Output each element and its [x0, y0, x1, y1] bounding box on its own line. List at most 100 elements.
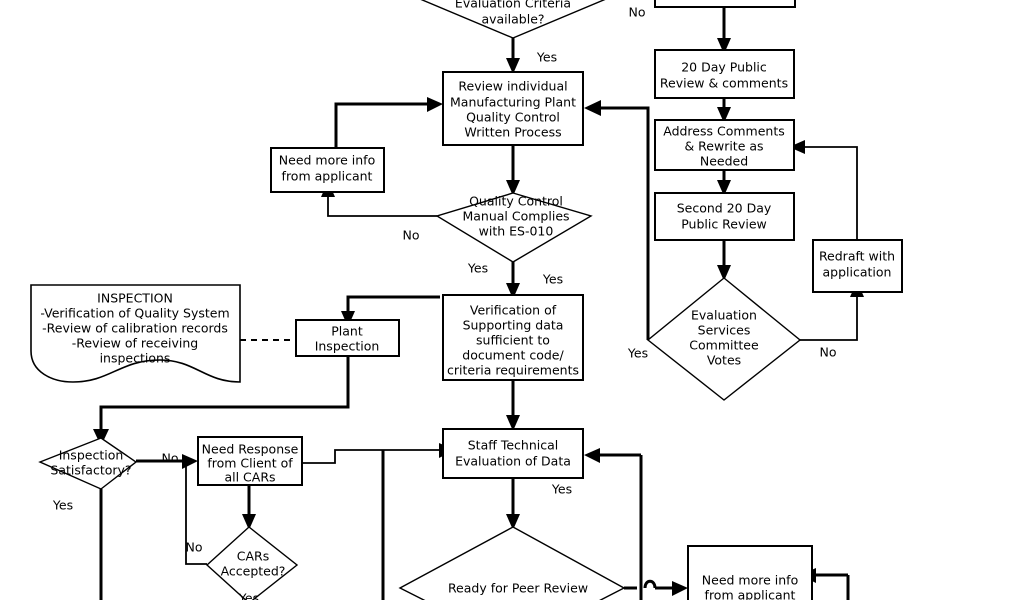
verification-supporting-shape	[442, 294, 584, 381]
ready-peer-review-line-0: Ready for Peer Review	[448, 581, 588, 596]
label-yes-qc-manual-down: Yes	[467, 261, 488, 276]
edge-cars-no-loop	[185, 462, 207, 565]
eval-criteria-line-1: available?	[481, 12, 544, 27]
edge-votes-no-to-redraft	[800, 292, 858, 341]
node-second-20-day[interactable]: Second 20 Day Public Review	[654, 192, 795, 241]
arrowhead-staff-peerreview	[506, 514, 520, 530]
label-no-inspection-sat: No	[162, 451, 179, 466]
label-yes-cars-accepted: Yes	[238, 591, 259, 600]
verification-line-1: Supporting data	[463, 318, 564, 333]
node-qc-manual-complies[interactable]: Quality Control Manual Complies with ES-…	[435, 192, 593, 263]
address-comments-line-2: Needed	[700, 154, 748, 169]
edge-plantinspection-to-inspectionsat	[99, 355, 350, 434]
eval-votes-line-0: Evaluation	[691, 308, 757, 323]
node-inspection-satisfactory[interactable]: Inspection Satisfactory?	[38, 437, 138, 490]
edge-needresponse-to-staff	[302, 449, 443, 464]
need-more-info-left-shape	[270, 147, 385, 193]
inspection-note-line-4: inspections	[100, 351, 171, 366]
need-response-line-0: Need Response	[202, 442, 299, 457]
label-no-qc-manual: No	[403, 228, 420, 243]
node-staff-technical-evaluation[interactable]: Staff Technical Evaluation of Data	[442, 428, 584, 479]
node-20-day-public-review[interactable]: 20 Day Public Review & comments	[654, 49, 795, 99]
arrowhead-needinfo-review	[427, 97, 443, 112]
node-need-more-info-left[interactable]: Need more info from applicant	[270, 147, 385, 193]
cars-accepted-shape	[205, 526, 299, 600]
node-layer: Evaluation Criteria available? Review in…	[30, 0, 903, 600]
need-more-info-left-line-0: Need more info	[279, 153, 375, 168]
staff-technical-line-1: Evaluation of Data	[455, 454, 571, 469]
staff-technical-shape	[442, 428, 584, 479]
second-twenty-line-0: Second 20 Day	[677, 201, 772, 216]
inspection-sat-line-0: Inspection	[59, 448, 124, 463]
node-review-individual[interactable]: Review individual Manufacturing Plant Qu…	[442, 71, 584, 146]
edge-redraft-to-address	[800, 146, 858, 240]
node-need-response-cars[interactable]: Need Response from Client of all CARs	[197, 436, 303, 486]
arrowhead-inspectionsat-needresponse	[182, 454, 198, 469]
node-verification-supporting-data[interactable]: Verification of Supporting data sufficie…	[442, 294, 584, 381]
inspection-note-shape	[30, 284, 241, 383]
plant-inspection-line-0: Plant	[331, 324, 363, 339]
node-address-comments[interactable]: Address Comments & Rewrite as Needed	[654, 119, 795, 171]
edge-needinfo-to-review	[334, 102, 431, 148]
top-right-box-shape	[654, 0, 796, 8]
need-response-line-2: all CARs	[224, 470, 275, 485]
review-individual-line-3: Written Process	[464, 125, 561, 140]
inspection-note-line-1: -Verification of Quality System	[40, 306, 229, 321]
verification-line-4: criteria requirements	[447, 363, 579, 378]
edge-label-layer: Yes No No Yes Yes Yes No Yes No No Yes Y…	[52, 5, 837, 600]
arrowhead-address-second20	[717, 180, 731, 196]
qc-manual-complies-shape	[435, 192, 593, 263]
label-yes-inspection-sat: Yes	[52, 498, 73, 513]
node-inspection-note[interactable]: INSPECTION -Verification of Quality Syst…	[30, 284, 241, 383]
eval-votes-line-1: Services	[698, 323, 751, 338]
qc-manual-line-1: Manual Complies	[462, 209, 569, 224]
inspection-sat-line-1: Satisfactory?	[50, 463, 131, 478]
eval-votes-line-2: Committee	[689, 338, 759, 353]
twenty-day-public-shape	[654, 49, 795, 99]
staff-technical-line-0: Staff Technical	[468, 438, 558, 453]
inspection-satisfactory-shape	[38, 437, 138, 490]
node-plant-inspection[interactable]: Plant Inspection	[295, 319, 400, 357]
plant-inspection-shape	[295, 319, 400, 357]
arrowhead-return-staff	[584, 448, 600, 463]
arrowhead-qcmanual-verification	[506, 283, 520, 299]
label-yes-eval-votes: Yes	[627, 346, 648, 361]
redraft-with-app-shape	[812, 239, 903, 293]
qc-manual-line-2: with ES-010	[479, 224, 554, 239]
node-eval-criteria-available[interactable]: Evaluation Criteria available?	[420, 0, 606, 39]
node-redraft-with-application[interactable]: Redraft with application	[812, 239, 903, 293]
node-cars-accepted[interactable]: CARs Accepted?	[205, 526, 299, 600]
eval-services-votes-shape	[646, 277, 802, 401]
node-ready-for-peer-review[interactable]: Ready for Peer Review	[398, 526, 626, 600]
address-comments-shape	[654, 119, 795, 171]
label-yes-qc-manual-right: Yes	[542, 272, 563, 287]
review-individual-line-0: Review individual	[458, 79, 567, 94]
redraft-line-1: application	[823, 265, 892, 280]
edge-qcmanual-yes-to-plantinspection	[346, 295, 440, 316]
review-individual-line-1: Manufacturing Plant	[450, 95, 576, 110]
verification-line-2: sufficient to	[476, 333, 550, 348]
inspection-note-line-2: -Review of calibration records	[42, 321, 228, 336]
qc-manual-line-0: Quality Control	[469, 194, 563, 209]
arrowhead-verification-staff	[506, 415, 520, 431]
arrowhead-peerreview-needinfo-right	[672, 581, 688, 596]
label-yes-staff-technical: Yes	[551, 482, 572, 497]
ready-peer-review-shape	[398, 526, 626, 600]
edge-qcmanual-no-to-needinfo	[327, 192, 437, 217]
node-top-right-box[interactable]	[654, 0, 796, 8]
node-need-more-info-right[interactable]: Need more info from applicant	[687, 545, 813, 600]
need-more-info-right-line-1: from applicant	[705, 588, 796, 600]
edge-line-jump-hop	[643, 579, 657, 589]
arrowhead-votes-review	[584, 100, 601, 116]
node-eval-services-committee-votes[interactable]: Evaluation Services Committee Votes	[646, 277, 802, 401]
need-more-info-left-line-1: from applicant	[282, 169, 373, 184]
verification-line-0: Verification of	[470, 303, 557, 318]
cars-accepted-line-0: CARs	[237, 549, 269, 564]
eval-criteria-line-0: Evaluation Criteria	[455, 0, 571, 11]
inspection-note-line-3: -Review of receiving	[72, 336, 198, 351]
arrowhead-second20-votes	[717, 265, 731, 281]
redraft-line-0: Redraft with	[819, 249, 895, 264]
need-response-line-1: from Client of	[207, 456, 293, 471]
label-no-eval-votes: No	[820, 345, 837, 360]
